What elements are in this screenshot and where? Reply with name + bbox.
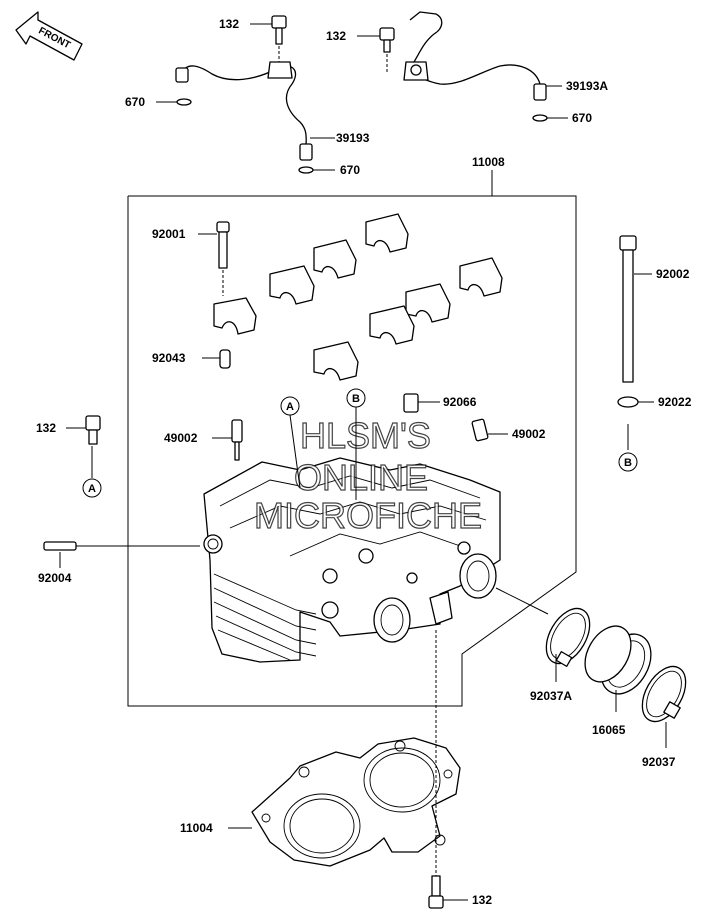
stud-92004	[43, 541, 77, 551]
washer-92022	[617, 396, 639, 408]
watermark-line-1: HLSM'S	[300, 415, 431, 456]
label-670-mid: 670	[340, 163, 360, 177]
label-11004: 11004	[180, 821, 213, 835]
oil-pipe-right	[403, 11, 547, 101]
oring-mid	[298, 166, 314, 174]
gasket-11004	[251, 737, 461, 867]
bolt-132-left	[85, 415, 101, 445]
bolt-132-top-left	[271, 15, 287, 45]
label-92004: 92004	[38, 571, 72, 585]
ref-b-top: B	[346, 388, 366, 408]
label-49002-left: 49002	[164, 431, 198, 445]
oring-right	[532, 114, 548, 122]
label-132-left: 132	[36, 421, 56, 435]
svg-text:A: A	[286, 401, 294, 413]
clamp-92037	[641, 665, 687, 723]
label-92022: 92022	[658, 395, 692, 409]
label-39193A: 39193A	[566, 79, 608, 93]
label-92043: 92043	[152, 351, 186, 365]
label-670-left: 670	[125, 95, 145, 109]
label-16065: 16065	[592, 723, 626, 737]
bolt-132-top-right	[379, 27, 395, 53]
label-92037: 92037	[642, 755, 676, 769]
plug-49002-left	[231, 419, 243, 461]
holder-16065	[584, 625, 652, 695]
label-92037A: 92037A	[530, 689, 572, 703]
oring-left	[176, 98, 192, 106]
oil-pipe-left	[175, 61, 313, 161]
label-132-top-right: 132	[326, 29, 346, 43]
label-670-right: 670	[572, 111, 592, 125]
label-92066: 92066	[443, 395, 477, 409]
cylinder-head	[203, 457, 501, 663]
dowel-92043	[219, 349, 231, 369]
watermark: HLSM'S ONLINE MICROFICHE	[253, 414, 482, 536]
ref-a-top: A	[280, 396, 300, 416]
ref-b-right: B	[618, 452, 638, 472]
svg-text:A: A	[88, 483, 96, 495]
stud-92002	[619, 235, 637, 383]
svg-text:B: B	[624, 457, 632, 469]
label-132-bottom: 132	[472, 893, 492, 907]
cap-92066	[403, 393, 419, 413]
ref-a-left: A	[82, 478, 102, 498]
watermark-line-2: ONLINE	[294, 457, 428, 498]
watermark-line-3: MICROFICHE	[254, 495, 482, 536]
front-arrow-icon: FRONT	[15, 11, 83, 61]
label-49002-right: 49002	[512, 427, 546, 441]
label-11008: 11008	[472, 155, 505, 169]
assembly-boundary	[127, 195, 577, 707]
bolt-132-bottom	[428, 875, 444, 909]
label-92002: 92002	[656, 267, 690, 281]
svg-text:B: B	[352, 393, 360, 405]
plug-49002-right	[471, 418, 489, 442]
label-92001: 92001	[152, 227, 186, 241]
camshaft-caps	[213, 213, 503, 381]
label-132-top-left: 132	[219, 17, 239, 31]
bolt-92001	[216, 221, 230, 269]
label-39193: 39193	[336, 131, 370, 145]
